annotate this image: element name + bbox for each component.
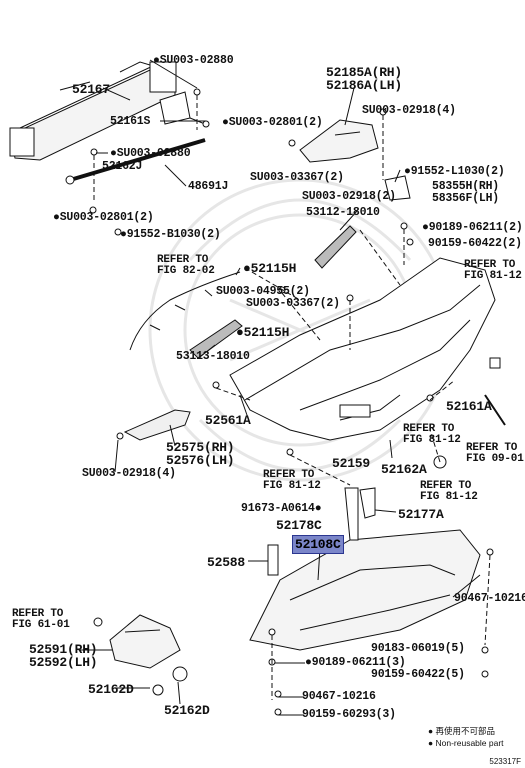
bracket-52588 bbox=[267, 544, 279, 576]
part-label-su003-02880-top: ●SU003-02880 bbox=[153, 54, 234, 67]
clip-52162d bbox=[93, 617, 188, 696]
part-label-p52561a: 52561A bbox=[205, 413, 251, 428]
diagram-id: 523317F bbox=[489, 757, 521, 766]
fasteners bbox=[89, 88, 506, 716]
mesh-53113 bbox=[189, 319, 243, 359]
part-label-p52162j: 52162J bbox=[102, 160, 143, 173]
mesh-53112 bbox=[314, 225, 357, 269]
part-label-p52161s: 52161S bbox=[110, 115, 151, 128]
part-label-p90189-06211-3: ●90189-06211(3) bbox=[305, 656, 406, 669]
part-label-refer-81-12-mid-a: REFER TO bbox=[403, 423, 455, 435]
part-label-p52178c: 52178C bbox=[276, 518, 322, 533]
part-label-refer-81-12-l-a: REFER TO bbox=[263, 469, 315, 481]
part-label-refer-81-12-tr-a: REFER TO bbox=[464, 259, 516, 271]
part-label-p53113-18010: 53113-18010 bbox=[176, 350, 250, 363]
part-label-p52115h-a: ●52115H bbox=[243, 261, 297, 276]
part-label-su003-02801-2a: ●SU003-02801(2) bbox=[222, 116, 323, 129]
rear-bumper-cover bbox=[229, 257, 496, 441]
part-label-p48691j: 48691J bbox=[188, 180, 229, 193]
bracket-52178c bbox=[344, 487, 376, 541]
part-label-p52161a: 52161A bbox=[446, 399, 492, 414]
under-cover-52108c bbox=[249, 529, 481, 651]
part-label-p52186a: 52186A(LH) bbox=[326, 78, 403, 93]
part-label-p52115h-b: ●52115H bbox=[236, 325, 290, 340]
part-label-p90159-60422-2: 90159-60422(2) bbox=[428, 237, 522, 250]
part-label-p90159-60422-5: 90159-60422(5) bbox=[371, 668, 465, 681]
part-label-su003-02801-2b: ●SU003-02801(2) bbox=[53, 211, 154, 224]
part-label-p52591: 52591(RH) bbox=[29, 642, 98, 657]
part-label-refer-09-01b: FIG 09-01 bbox=[466, 453, 524, 465]
part-label-refer-81-12-tr-b: FIG 81-12 bbox=[464, 270, 522, 282]
part-label-refer-82-02a: REFER TO bbox=[157, 254, 209, 266]
part-label-refer-09-01a: REFER TO bbox=[466, 442, 518, 454]
part-label-p52162d-a: 52162D bbox=[88, 682, 134, 697]
bracket-52185a bbox=[299, 119, 379, 163]
part-label-p90467-10216-b: 90467-10216 bbox=[302, 690, 376, 703]
part-label-p91552-b1030: ●91552-B1030(2) bbox=[120, 228, 221, 241]
retainer-52575 bbox=[123, 409, 191, 441]
part-label-p52162a: 52162A bbox=[381, 462, 427, 477]
part-label-p53112-18010: 53112-18010 bbox=[306, 206, 380, 219]
part-label-su003-03367-2a: SU003-03367(2) bbox=[250, 171, 344, 184]
leader-lines bbox=[80, 59, 481, 716]
assembly-lines bbox=[93, 95, 491, 700]
part-label-p52167: 52167 bbox=[72, 82, 111, 97]
part-label-p90183-06019: 90183-06019(5) bbox=[371, 642, 465, 655]
part-label-refer-81-12-r-a: REFER TO bbox=[420, 480, 472, 492]
bracket-58355h bbox=[384, 175, 411, 201]
highlighted-part-number[interactable]: 52108C bbox=[292, 535, 344, 554]
part-label-refer-81-12-l-b: FIG 81-12 bbox=[263, 480, 321, 492]
part-label-su003-02918-4b: SU003-02918(4) bbox=[82, 467, 176, 480]
wiring-harness bbox=[129, 271, 241, 351]
part-label-p90159-60293: 90159-60293(3) bbox=[302, 708, 396, 721]
part-label-p90189-06211-2: ●90189-06211(2) bbox=[422, 221, 523, 234]
gas-strut-48691j bbox=[65, 138, 206, 185]
part-label-p52185a: 52185A(RH) bbox=[326, 65, 403, 80]
part-label-refer-61-01a: REFER TO bbox=[12, 608, 64, 620]
rear-bar-52167 bbox=[9, 61, 177, 161]
part-label-p91552-l1030: ●91552-L1030(2) bbox=[404, 165, 505, 178]
part-label-refer-82-02b: FIG 82-02 bbox=[157, 265, 215, 277]
part-label-su003-04955-2: SU003-04955(2) bbox=[216, 285, 310, 298]
part-label-refer-61-01b: FIG 61-01 bbox=[12, 619, 70, 631]
part-label-p58355h: 58355H(RH) bbox=[432, 180, 500, 193]
part-label-p91673-a0614: 91673-A0614● bbox=[241, 502, 322, 515]
part-label-refer-81-12-mid-b: FIG 81-12 bbox=[403, 434, 461, 446]
retainer-52591 bbox=[109, 614, 181, 669]
legend-non-reusable-en: ● Non-reusable part bbox=[428, 738, 504, 748]
part-label-refer-81-12-r-b: FIG 81-12 bbox=[420, 491, 478, 503]
part-label-p58356f: 58356F(LH) bbox=[432, 192, 500, 205]
part-label-su003-02880-mid: ●SU003-02880 bbox=[110, 147, 191, 160]
part-label-su003-02918-2: SU003-02918(2) bbox=[302, 190, 396, 203]
part-label-p52108c: 52108C bbox=[292, 535, 344, 554]
part-label-su003-03367-2b: SU003-03367(2) bbox=[246, 297, 340, 310]
part-label-p90467-10216-r: 90467-10216 bbox=[454, 592, 525, 605]
legend-non-reusable-jp: ● 再使用不可部品 bbox=[428, 726, 495, 736]
part-label-p52592: 52592(LH) bbox=[29, 655, 98, 670]
part-label-p52162d-b: 52162D bbox=[164, 703, 210, 718]
part-label-p52575: 52575(RH) bbox=[166, 440, 235, 455]
part-label-p52576: 52576(LH) bbox=[166, 453, 235, 468]
part-label-p52588: 52588 bbox=[207, 555, 246, 570]
part-label-su003-02918-4a: SU003-02918(4) bbox=[362, 104, 456, 117]
part-label-p52177a: 52177A bbox=[398, 507, 444, 522]
part-label-p52159: 52159 bbox=[332, 456, 371, 471]
